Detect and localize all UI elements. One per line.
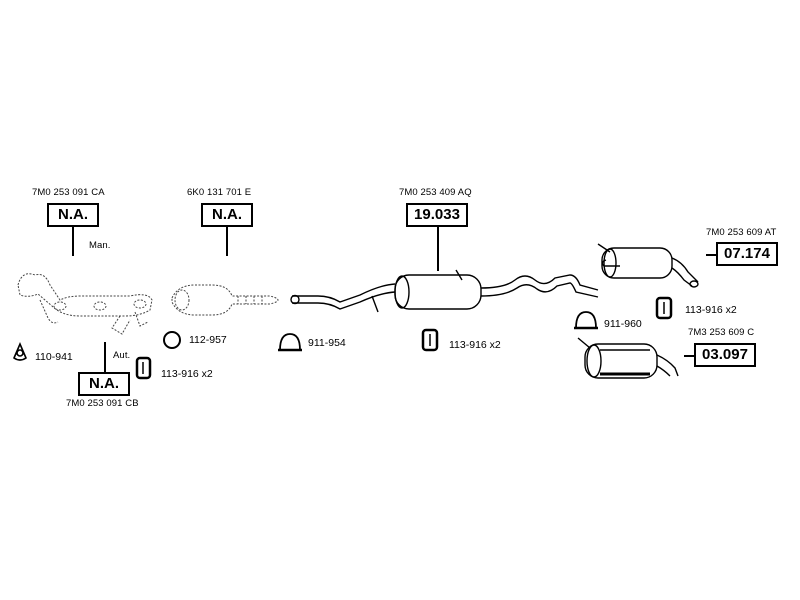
rubber-mount-113-916-c-icon xyxy=(655,296,673,320)
manifold-man-ref: 7M0 253 091 CA xyxy=(32,187,105,198)
catalyst-code[interactable]: N.A. xyxy=(201,203,253,227)
rubber-mount-113-916-b-icon xyxy=(421,328,439,352)
leader-line xyxy=(104,342,106,372)
middle-silencer-code[interactable]: 19.033 xyxy=(406,203,468,227)
leader-line xyxy=(226,227,228,256)
catalyst-ref: 6K0 131 701 E xyxy=(187,187,252,198)
part-911-960[interactable]: 911-960 xyxy=(604,318,642,330)
rear-silencer-2-ref: 7M3 253 609 C xyxy=(688,327,755,338)
part-112-957[interactable]: 112-957 xyxy=(189,334,227,346)
part-911-954[interactable]: 911-954 xyxy=(308,337,346,349)
manifold-man-code[interactable]: N.A. xyxy=(47,203,99,227)
manifold-drawing xyxy=(17,273,153,335)
middle-silencer-drawing xyxy=(290,269,599,313)
rear-silencer-1-ref: 7M0 253 609 AT xyxy=(706,227,777,238)
clamp-911-960-icon xyxy=(574,311,598,330)
manifold-man-note: Man. xyxy=(89,240,111,251)
manifold-aut-note: Aut. xyxy=(113,350,131,361)
part-113-916-a[interactable]: 113-916 x2 xyxy=(161,368,213,380)
rear-silencer-1-drawing xyxy=(597,243,699,288)
rear-silencer-1-code[interactable]: 07.174 xyxy=(716,242,778,266)
part-113-916-c[interactable]: 113-916 x2 xyxy=(685,304,737,316)
leader-line xyxy=(72,227,74,256)
rear-silencer-2-drawing xyxy=(577,337,679,379)
gasket-110-941-icon xyxy=(13,341,27,361)
leader-line xyxy=(684,355,696,357)
catalyst-drawing xyxy=(171,284,279,316)
manifold-aut-ref: 7M0 253 091 CB xyxy=(66,398,139,409)
clamp-911-954-icon xyxy=(278,333,302,352)
part-110-941[interactable]: 110-941 xyxy=(35,351,73,363)
manifold-aut-code[interactable]: N.A. xyxy=(78,372,130,396)
ring-112-957-icon xyxy=(163,331,181,349)
part-113-916-b[interactable]: 113-916 x2 xyxy=(449,339,501,351)
rear-silencer-2-code[interactable]: 03.097 xyxy=(694,343,756,367)
leader-line xyxy=(706,254,718,256)
rubber-mount-113-916-a-icon xyxy=(135,356,152,380)
leader-line xyxy=(437,227,439,271)
middle-silencer-ref: 7M0 253 409 AQ xyxy=(399,187,472,198)
